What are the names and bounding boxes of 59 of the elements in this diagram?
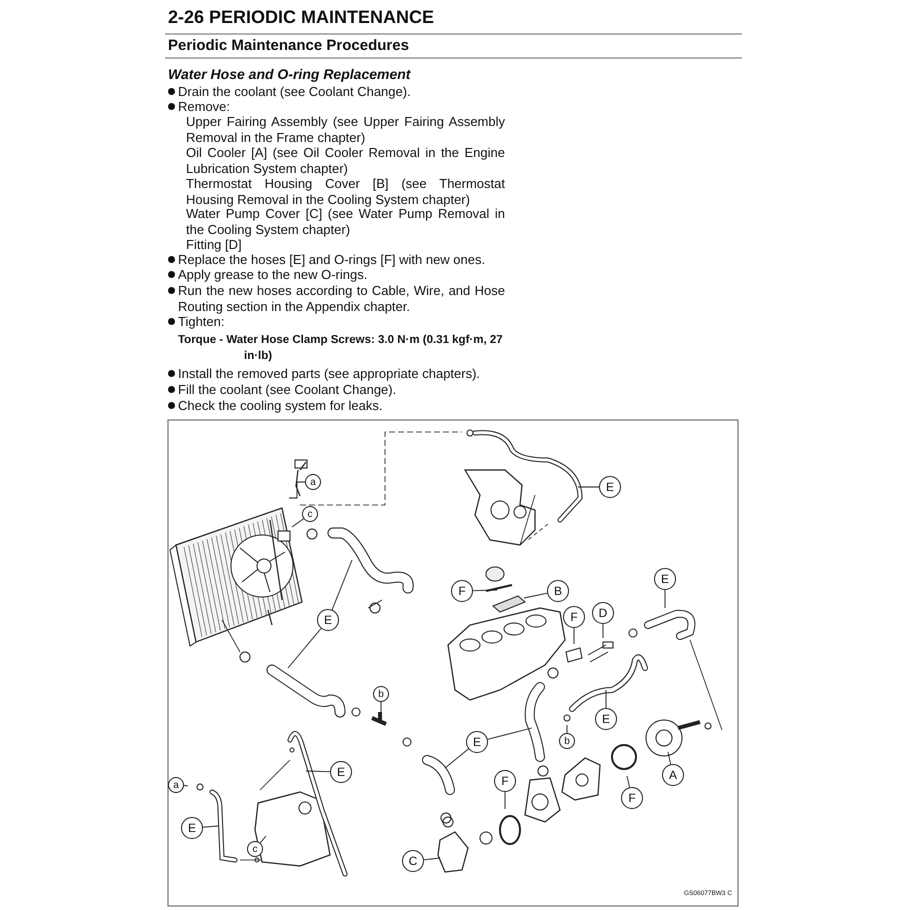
- callout-letter: c: [247, 841, 263, 857]
- instruction-text: Water Pump Cover [C] (see Water Pump Removal in the Cooling System chapter): [186, 206, 505, 237]
- instruction-text: Tighten:: [178, 314, 226, 330]
- leader-line: [566, 724, 568, 734]
- callout-letter: F: [621, 787, 643, 809]
- callout-letter: F: [563, 606, 585, 628]
- instruction-text: Replace the hoses [E] and O-rings [F] with new ones.: [178, 252, 486, 268]
- leader-line: [444, 748, 469, 768]
- instruction-text: Run the new hoses according to Cable, Wire, and Hose Routing section in the Appendix chapter.: [178, 283, 505, 314]
- leader-line: [504, 792, 506, 810]
- callout-letter: D: [592, 602, 614, 624]
- callout-letter: A: [662, 764, 684, 786]
- callout-letter: a: [168, 777, 184, 793]
- callout-letter: F: [494, 770, 516, 792]
- leader-line: [292, 518, 304, 528]
- leader-line: [423, 858, 440, 860]
- leader-line: [202, 826, 218, 828]
- instruction-text: Oil Cooler [A] (see Oil Cooler Removal in the Engine Lubrication System chapter): [186, 145, 505, 176]
- callout-letter: E: [654, 568, 676, 590]
- callout-letter: b: [373, 686, 389, 702]
- instruction-text: Remove:: [178, 99, 232, 114]
- instruction-text: Thermostat Housing Cover [B] (see Thermostat Housing Removal in the Cooling System chapter): [186, 176, 505, 207]
- callout-letter: E: [181, 817, 203, 839]
- torque-spec: Torque - Water Hose Clamp Screws: 3.0 N·m (0.31 kgf·m, 27 in·lb): [178, 333, 504, 364]
- leader-line: [524, 592, 548, 598]
- leader-line: [487, 728, 532, 740]
- leader-line: [288, 482, 306, 498]
- callout-letter: B: [547, 580, 569, 602]
- callout-letter: c: [302, 506, 318, 522]
- leader-line: [664, 590, 666, 608]
- callout-letter: a: [305, 474, 321, 490]
- leader-line: [332, 560, 352, 610]
- leader-line: [380, 702, 382, 714]
- page-heading: 2-26 PERIODIC MAINTENANCE: [168, 6, 434, 28]
- callout-letter: E: [599, 476, 621, 498]
- callout-letter: E: [317, 609, 339, 631]
- section-heading: Periodic Maintenance Procedures: [168, 37, 410, 55]
- leader-line: [668, 752, 672, 765]
- leader-line: [578, 486, 600, 488]
- instruction-text: Check the cooling system for leaks.: [178, 398, 384, 414]
- instruction-text: Fill the coolant (see Coolant Change).: [178, 382, 398, 398]
- instruction-text: Fitting [D]: [186, 237, 243, 252]
- leader-line: [288, 628, 322, 668]
- callout-letter: E: [330, 761, 352, 783]
- leader-line: [472, 590, 498, 592]
- callout-letter: C: [402, 850, 424, 872]
- instruction-text: Install the removed parts (see appropriate chapters).: [178, 366, 482, 382]
- callout-letter: F: [451, 580, 473, 602]
- leader-line: [306, 770, 330, 772]
- instruction-text: Drain the coolant (see Coolant Change).: [178, 84, 412, 100]
- callout-letter: b: [559, 733, 575, 749]
- leader-line: [602, 624, 604, 638]
- instruction-text: Upper Fairing Assembly (see Upper Fairing Assembly Removal in the Frame chapter): [186, 114, 505, 145]
- instruction-text: Apply grease to the new O-rings.: [178, 267, 368, 282]
- callout-letter: E: [466, 731, 488, 753]
- callout-letter: E: [595, 708, 617, 730]
- procedure-heading: Water Hose and O-ring Replacement: [168, 66, 412, 83]
- leader-line: [260, 836, 266, 844]
- leader-line: [626, 776, 630, 788]
